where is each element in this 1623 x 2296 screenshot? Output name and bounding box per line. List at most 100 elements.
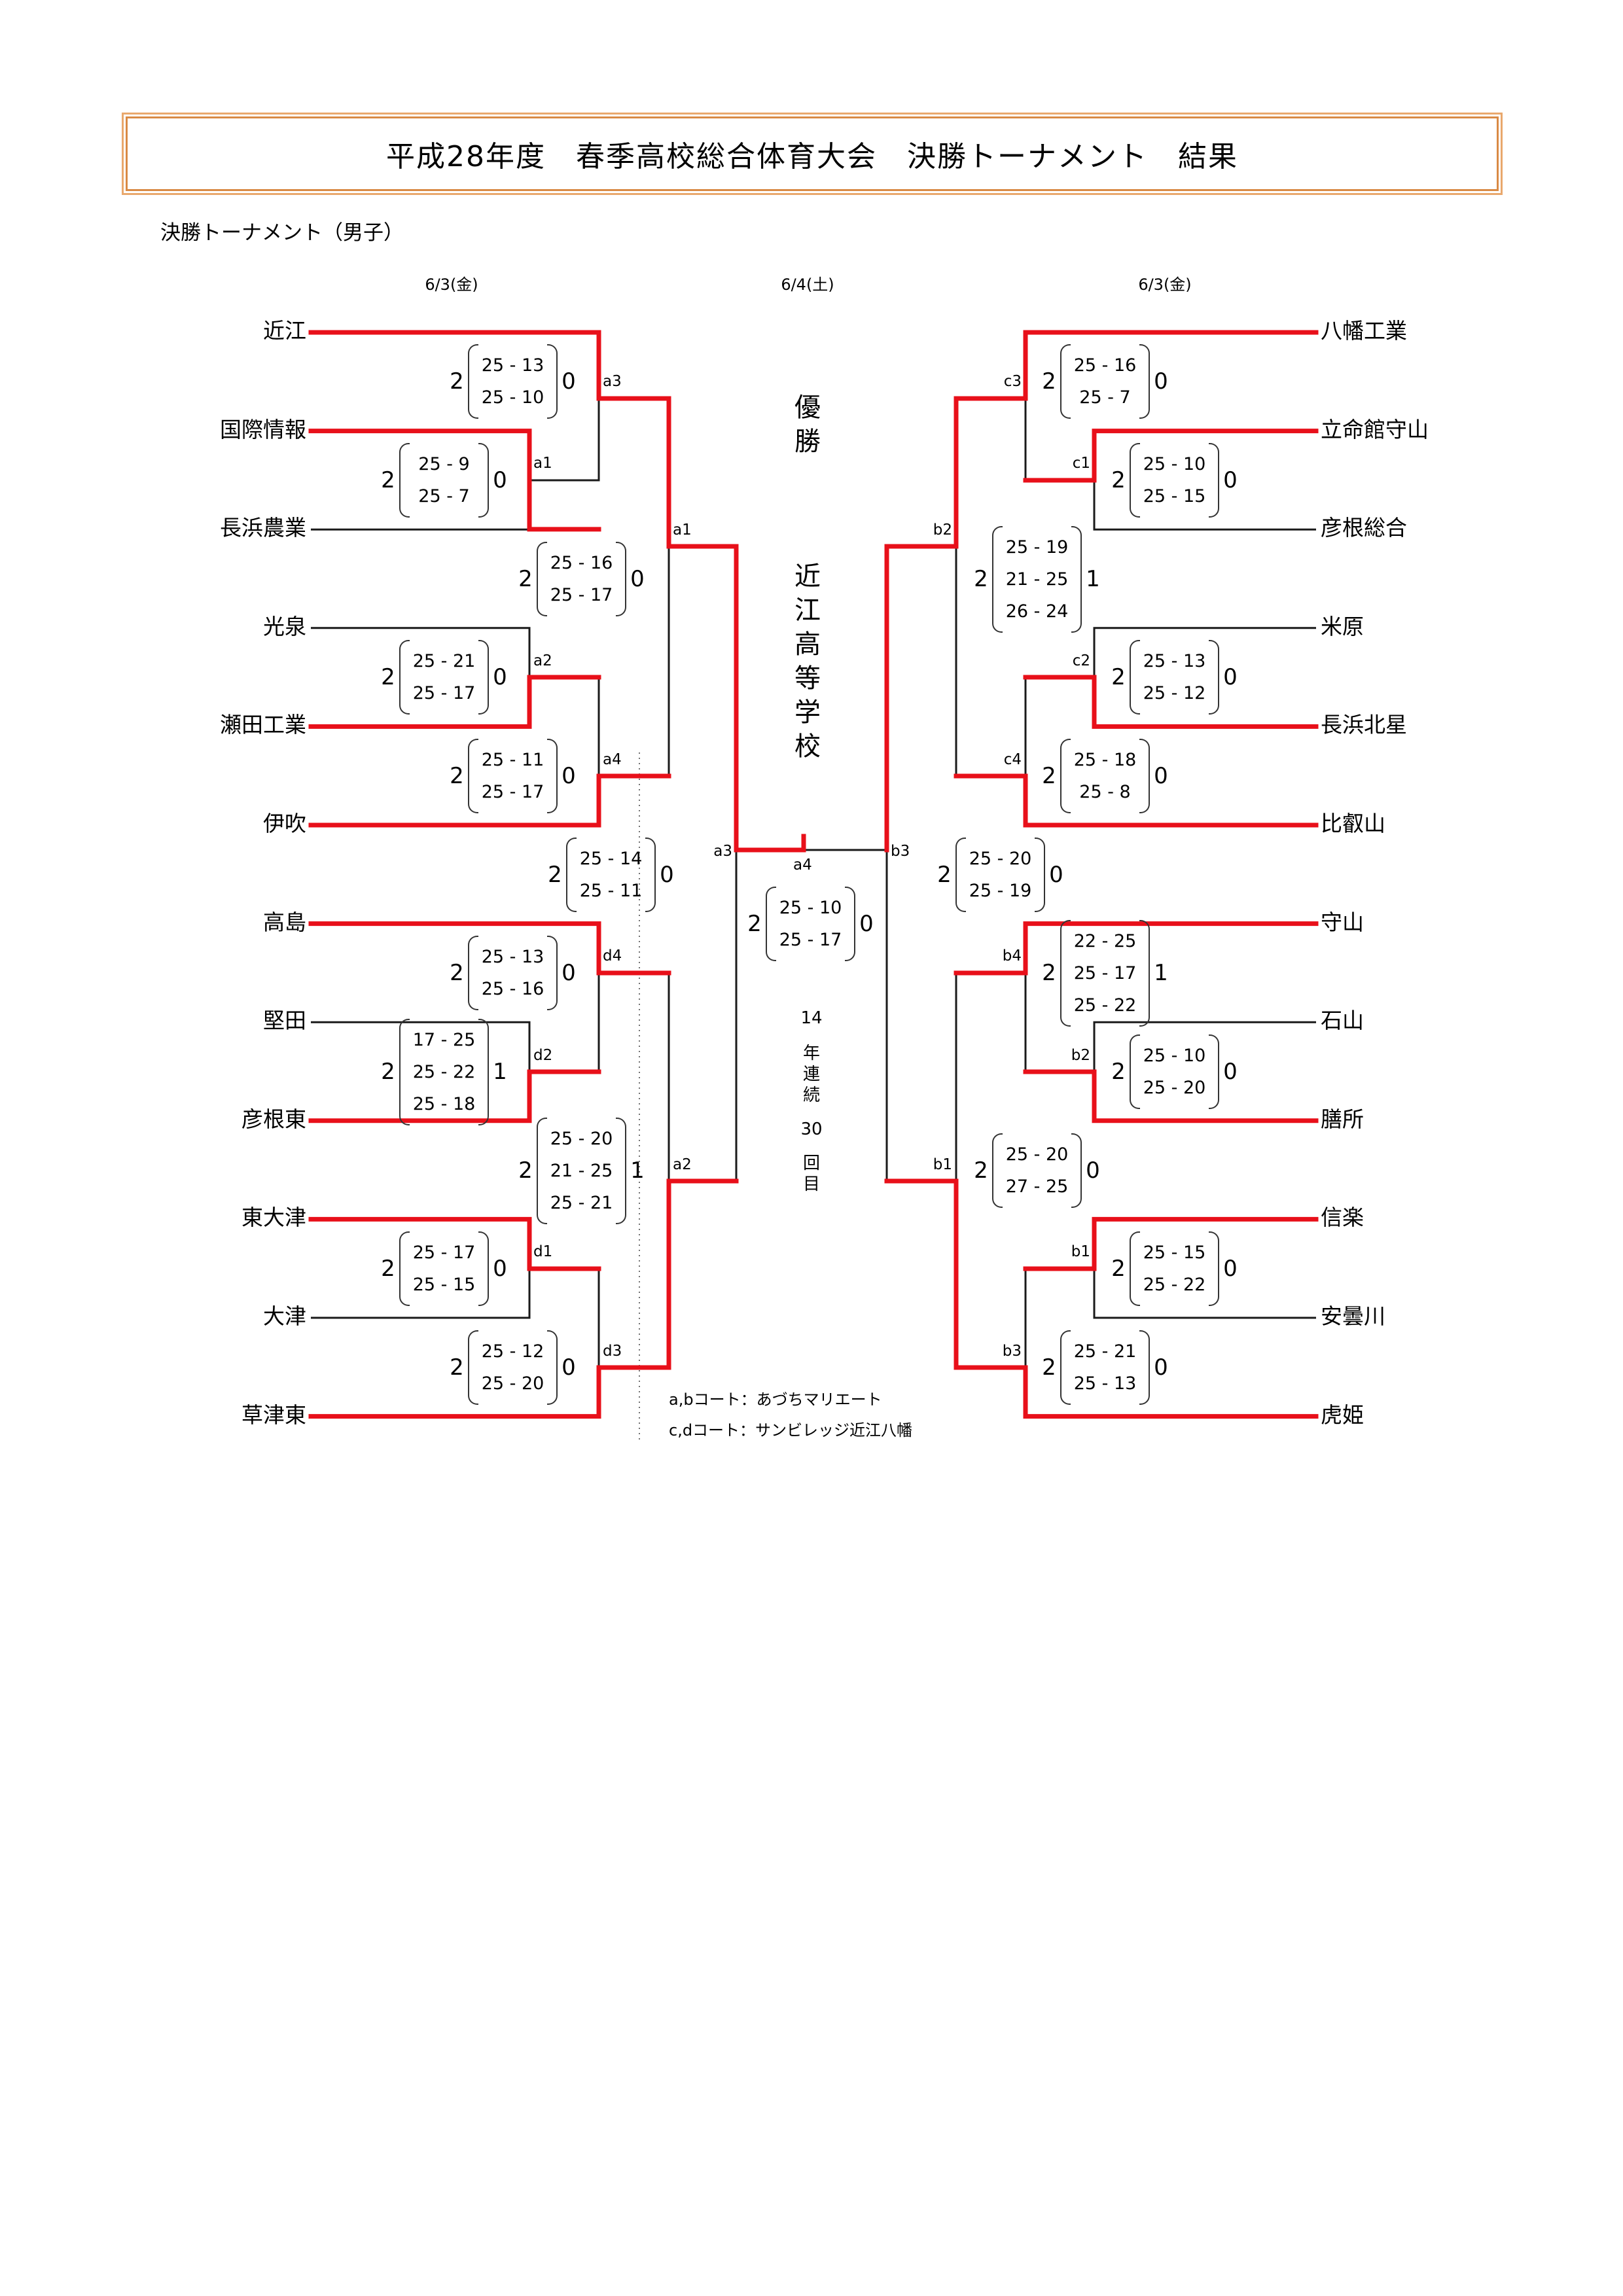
set-score: 25 - 11	[579, 881, 643, 901]
set-score: 25 - 20	[1005, 1144, 1069, 1165]
sets-won-winner: 2	[1111, 1256, 1126, 1282]
team-name: 伊吹	[263, 811, 306, 836]
set-score: 25 - 13	[481, 947, 544, 967]
team-name: 彦根東	[241, 1106, 306, 1132]
set-score: 25 - 17	[412, 1243, 476, 1263]
set-score: 25 - 13	[481, 355, 544, 376]
court-label: a3	[713, 843, 732, 860]
team-name: 東大津	[241, 1205, 306, 1231]
bracket-line	[1093, 627, 1316, 677]
winner-path-line	[1023, 1216, 1319, 1271]
bracket-line	[887, 973, 957, 1182]
sets-won-winner: 2	[974, 1157, 988, 1184]
set-score: 25 - 15	[412, 1275, 476, 1295]
team-name: 大津	[263, 1303, 306, 1329]
set-score: 25 - 7	[1079, 387, 1131, 408]
court-label: b3	[891, 843, 910, 860]
team-name: 長浜北星	[1321, 712, 1407, 738]
sets-won-winner: 2	[1042, 368, 1056, 395]
winner-path-line	[308, 1069, 601, 1123]
set-score: 25 - 22	[1073, 995, 1137, 1016]
set-score: 25 - 17	[1073, 963, 1137, 983]
sets-won-loser: 1	[1154, 960, 1168, 986]
team-name: 膳所	[1321, 1106, 1364, 1132]
sets-won-winner: 2	[518, 1157, 533, 1184]
court-label: c2	[1072, 652, 1090, 669]
sets-won-loser: 0	[1049, 862, 1063, 888]
court-label: b1	[1071, 1243, 1090, 1260]
team-name: 八幡工業	[1321, 318, 1407, 344]
set-score: 21 - 25	[1005, 569, 1069, 590]
winner-path-line	[666, 396, 739, 549]
champion-school-char: 高	[794, 629, 821, 660]
set-score: 17 - 25	[412, 1029, 476, 1050]
winner-path-line	[884, 1178, 959, 1370]
sets-won-loser: 0	[493, 467, 507, 493]
sets-won-loser: 0	[493, 1256, 507, 1282]
bracket-line	[1093, 480, 1316, 531]
set-score: 25 - 22	[1143, 1275, 1206, 1295]
set-score: 25 - 16	[481, 979, 544, 999]
set-score: 25 - 9	[418, 454, 470, 474]
court-label: b2	[933, 521, 952, 539]
sets-won-winner: 2	[1111, 664, 1126, 690]
winner-path-line	[954, 1365, 1319, 1419]
champion-school-char: 江	[794, 595, 821, 626]
bracket-line	[1093, 1269, 1316, 1319]
champion-label-char: 勝	[794, 427, 821, 457]
court-note-cd: c,dコート：サンビレッジ近江八幡	[669, 1421, 913, 1439]
sets-won-loser: 0	[1154, 1354, 1168, 1381]
set-score: 25 - 13	[1143, 651, 1206, 671]
set-score: 25 - 17	[550, 585, 613, 605]
set-score: 25 - 22	[412, 1061, 476, 1082]
sets-won-winner: 2	[381, 467, 395, 493]
streak-char: 目	[802, 1174, 820, 1194]
set-score: 25 - 10	[1143, 1046, 1206, 1066]
set-score: 25 - 8	[1079, 782, 1131, 802]
court-label: b1	[933, 1156, 952, 1173]
champion-school-char: 校	[794, 732, 821, 762]
bracket-line	[311, 627, 531, 677]
set-score: 21 - 25	[550, 1160, 613, 1181]
winner-path-line	[308, 675, 601, 729]
team-name: 草津東	[241, 1402, 306, 1428]
team-name: 米原	[1321, 613, 1364, 639]
set-score: 25 - 18	[412, 1093, 476, 1114]
team-name: 守山	[1321, 909, 1364, 935]
sets-won-loser: 0	[660, 862, 674, 888]
court-label: d3	[603, 1343, 622, 1360]
sets-won-loser: 0	[493, 664, 507, 690]
sets-won-winner: 2	[1111, 1059, 1126, 1085]
sets-won-loser: 0	[630, 566, 645, 592]
sets-won-winner: 2	[450, 960, 464, 986]
winner-path-line	[308, 921, 671, 976]
team-name: 国際情報	[220, 416, 306, 442]
winner-path-line	[1023, 675, 1319, 729]
bracket-line	[1093, 1021, 1316, 1072]
court-label: c3	[1003, 373, 1022, 390]
date-center: 6/4(土)	[781, 275, 834, 294]
date-right: 6/3(金)	[1138, 275, 1192, 294]
sets-won-loser: 0	[562, 960, 576, 986]
